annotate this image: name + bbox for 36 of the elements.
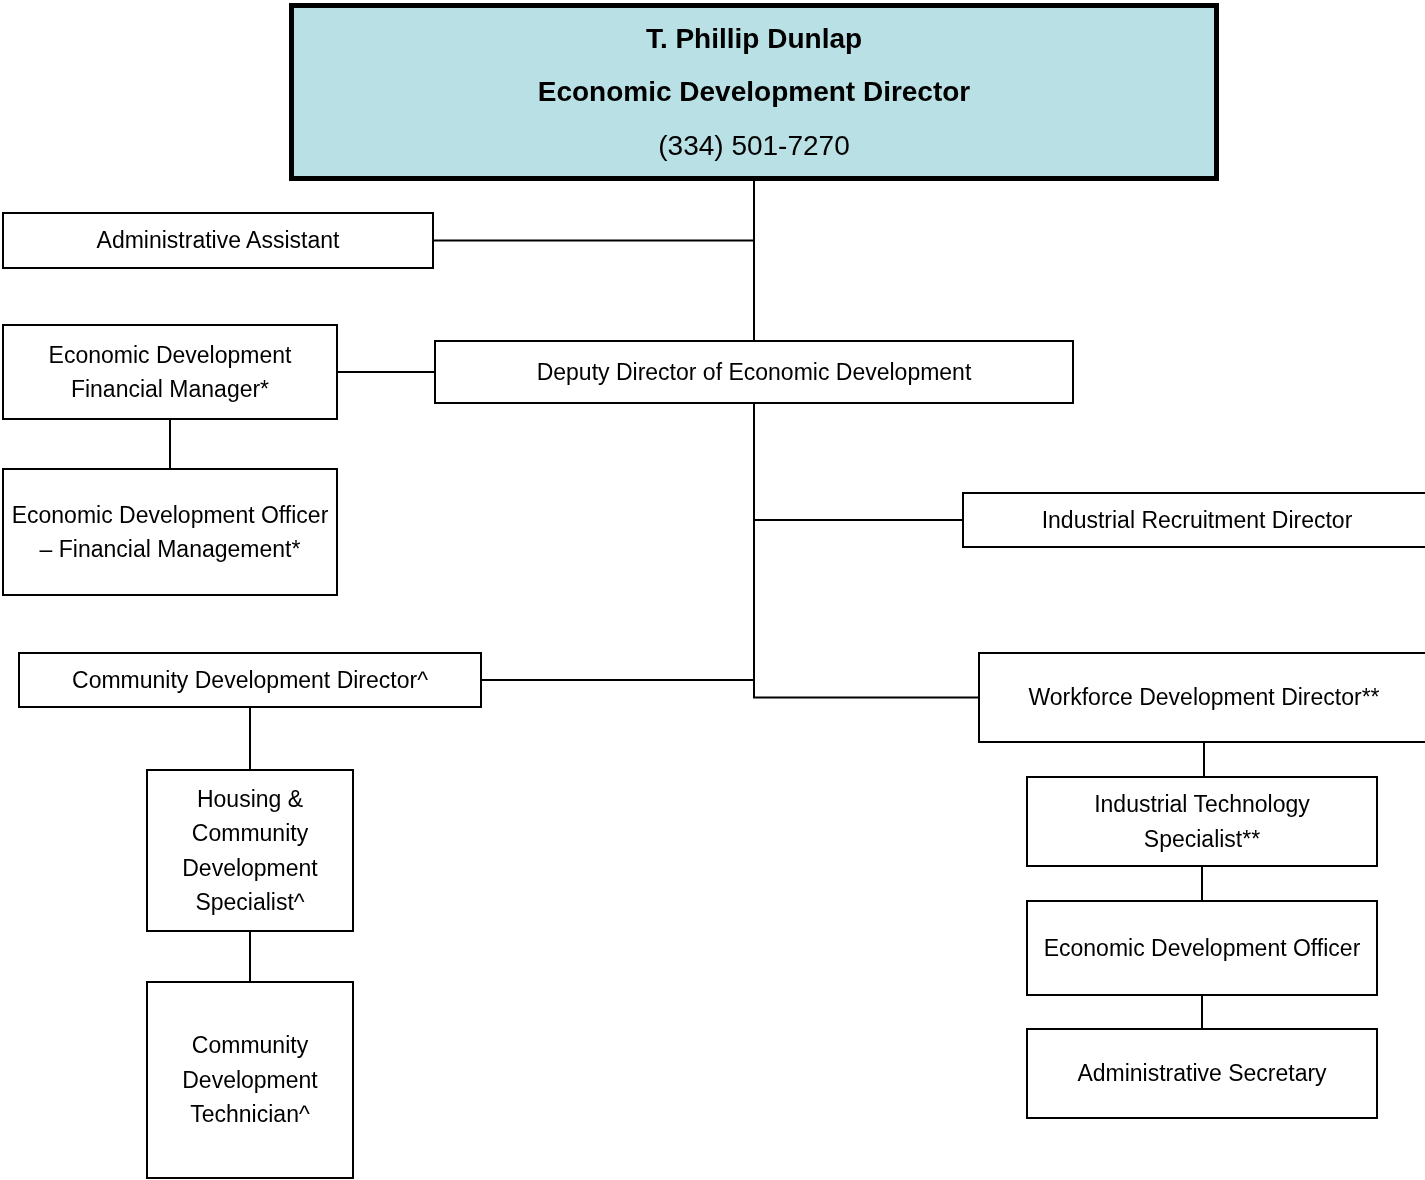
job-title: Workforce Development Director**	[1028, 683, 1380, 713]
connector-line	[169, 419, 171, 469]
position-box	[978, 652, 1425, 743]
position-box	[2, 324, 338, 420]
position-box	[146, 981, 354, 1179]
job-title: Industrial Technology Specialist**	[1093, 790, 1311, 854]
connector-line	[249, 707, 251, 770]
position-box	[1026, 776, 1378, 867]
position-box	[1026, 1028, 1378, 1119]
connector-line	[753, 180, 755, 341]
phone-number: (334) 501-7270	[658, 128, 850, 163]
job-title: Industrial Recruitment Director	[1041, 505, 1353, 535]
position-box	[2, 212, 434, 269]
connector-line	[249, 931, 251, 982]
position-box	[18, 652, 482, 708]
job-title: Administrative Secretary	[1077, 1059, 1327, 1089]
job-title: Economic Development Officer – Financial Management*	[10, 500, 330, 564]
connector-line	[1203, 742, 1205, 777]
job-title: Economic Development Financial Manager*	[47, 340, 293, 404]
job-title: Community Development Director^	[72, 665, 428, 695]
director-box	[289, 3, 1219, 181]
job-title: Community Development Technician^	[181, 1031, 319, 1130]
position-box	[2, 468, 338, 596]
person-name: T. Phillip Dunlap	[645, 22, 863, 57]
job-title: Deputy Director of Economic Development	[536, 357, 972, 387]
connector-line	[337, 371, 435, 373]
connector-line	[1201, 995, 1203, 1029]
job-title: Housing & Community Development Specialist^	[181, 784, 319, 917]
position-box	[434, 340, 1074, 404]
job-title: Administrative Assistant	[96, 226, 340, 256]
position-box	[1026, 900, 1378, 996]
position-box	[962, 492, 1425, 548]
job-title: Economic Development Director	[537, 75, 971, 110]
job-title: Economic Development Officer	[1043, 933, 1361, 963]
connector-line	[1201, 866, 1203, 901]
position-box	[146, 769, 354, 932]
